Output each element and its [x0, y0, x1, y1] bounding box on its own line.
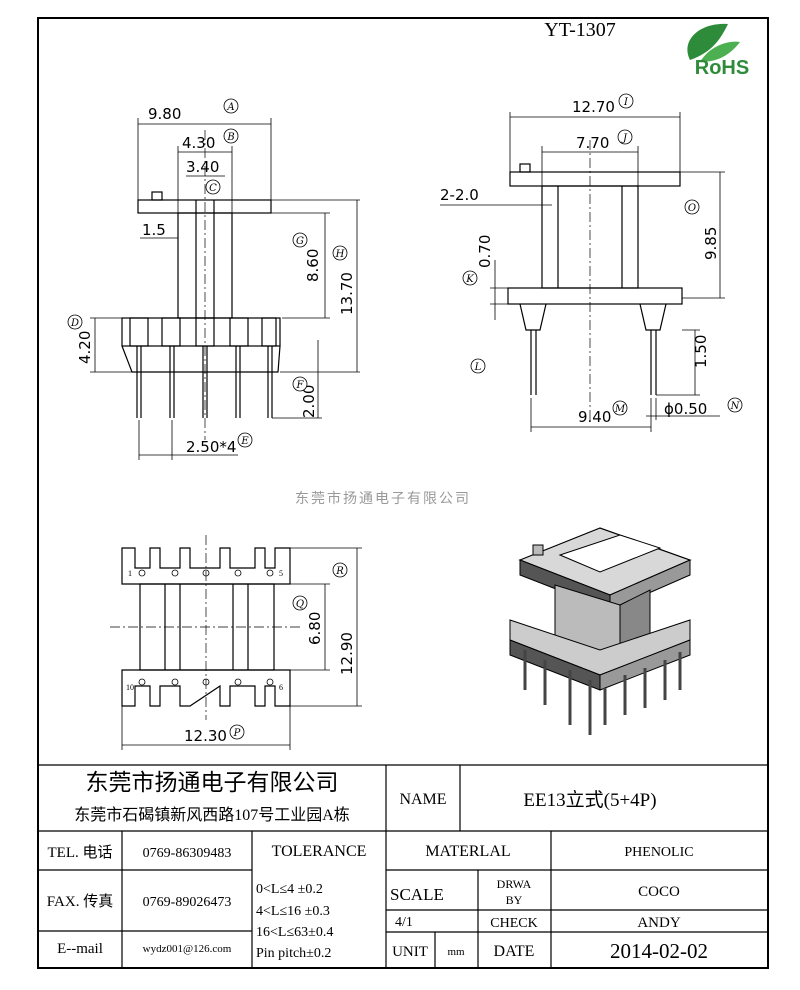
dims-f: 2.00 [300, 385, 318, 418]
labels-14: O [688, 203, 696, 214]
title_block-tolerances-2: 16<L≤63±0.4 [256, 925, 333, 940]
title_block-checked_by: ANDY [637, 915, 680, 931]
dims-i: 12.70 [572, 98, 615, 116]
dims-o: 9.85 [702, 227, 720, 260]
title-block: 东莞市扬通电子有限公司 东莞市石碣镇新风西路107号工业园A栋 NAME EE1… [38, 764, 768, 968]
dims-k22: 2-2.0 [440, 186, 479, 204]
title_block-email: wydz001@126.com [143, 943, 232, 955]
dims-h: 13.70 [338, 272, 356, 315]
labels-17: R [335, 566, 344, 577]
dims-e: 2.50*4 [186, 438, 236, 456]
pin_numbers-bottom_right: 6 [279, 683, 283, 692]
title_block-tolerance_label: TOLERANCE [272, 843, 367, 860]
pin_numbers-top_left: 1 [128, 569, 132, 578]
labels-13: N [730, 401, 741, 412]
labels-4: E [240, 436, 249, 447]
title_block-tel_label: TEL. 电话 [48, 844, 113, 861]
callout-labels: A B C D E F G H I J K L M N O P Q R [67, 93, 743, 740]
title_block-fax_label: FAX. 传真 [47, 892, 113, 910]
title_block-unit: mm [447, 946, 465, 958]
labels-6: G [296, 236, 304, 247]
title_block-tolerances-3: Pin pitch±0.2 [256, 946, 331, 961]
labels-10: K [465, 274, 474, 285]
dims-c: 3.40 [186, 158, 219, 176]
dims-m: 9.40 [578, 408, 611, 426]
dims-p: 12.30 [184, 727, 227, 745]
dims-l: 1.50 [692, 335, 710, 368]
isometric-view [509, 527, 692, 735]
rohs-logo: RoHS [687, 23, 749, 79]
labels-1: B [226, 132, 234, 143]
labels-11: L [474, 362, 482, 373]
title_block-drawn_by: COCO [638, 884, 680, 900]
title_block-scale_label: SCALE [390, 885, 444, 904]
labels-16: Q [296, 599, 304, 610]
labels-8: I [623, 97, 629, 108]
title_block-material_label: MATERLAL [425, 843, 510, 860]
dims-k: 0.70 [476, 235, 494, 268]
labels-7: H [335, 249, 345, 260]
title_block-tolerances-1: 4<L≤16 ±0.3 [256, 904, 330, 919]
dims-r: 12.90 [338, 632, 356, 675]
drawing-number: YT-1307 [544, 19, 615, 41]
title_block-drawn_label_1: DRWA [497, 877, 532, 891]
title_block-material: PHENOLIC [624, 845, 693, 860]
watermark: 东莞市扬通电子有限公司 [295, 490, 471, 507]
labels-3: D [70, 318, 79, 329]
title_block-tel: 0769-86309483 [143, 846, 232, 861]
pin_numbers-bottom_left: 10 [126, 683, 134, 692]
dims-a: 9.80 [148, 105, 181, 123]
title_block-unit_label: UNIT [392, 944, 428, 960]
drawing-date: 2014-02-02 [610, 939, 708, 963]
title_block-scale: 4/1 [395, 915, 413, 930]
logo-text: RoHS [695, 57, 749, 79]
title_block-tolerances-0: 0<L≤4 ±0.2 [256, 882, 323, 897]
dims-g: 8.60 [304, 249, 322, 282]
labels-12: M [614, 404, 626, 415]
company-name: 东莞市扬通电子有限公司 [86, 770, 339, 795]
title_block-fax: 0769-89026473 [143, 895, 232, 910]
pin_numbers-top_right: 5 [279, 569, 283, 578]
title_block-check_label: CHECK [490, 916, 537, 931]
labels-5: F [296, 380, 305, 391]
title_block-email_label: E--mail [57, 941, 103, 957]
side-view: 12.70 7.70 2-2.0 9.85 0.70 1.50 9.40 ϕ0.… [440, 98, 725, 432]
labels-0: A [226, 102, 234, 113]
dims-d: 4.20 [76, 331, 94, 364]
labels-2: C [209, 183, 217, 194]
labels-15: P [233, 728, 241, 739]
dims-q: 6.80 [306, 612, 324, 645]
labels-9: J [621, 133, 628, 144]
title_block-drawn_label_2: BY [506, 893, 523, 907]
dims-j: 7.70 [576, 134, 609, 152]
company-address: 东莞市石碣镇新风西路107号工业园A栋 [74, 806, 350, 824]
part-name: EE13立式(5+4P) [523, 789, 656, 811]
dims-b: 4.30 [182, 134, 215, 152]
front-view: 9.80 4.30 3.40 1.5 8.60 13.70 4.20 2.00 … [76, 105, 360, 460]
top-view: 1 5 10 6 6.80 12.90 12.30 [110, 535, 362, 750]
dims-n: ϕ0.50 [664, 400, 707, 418]
sheet-border [37, 17, 769, 969]
dims-w15: 1.5 [142, 221, 166, 239]
title_block-date_label: DATE [494, 943, 535, 960]
title_block-name_label: NAME [399, 791, 446, 808]
